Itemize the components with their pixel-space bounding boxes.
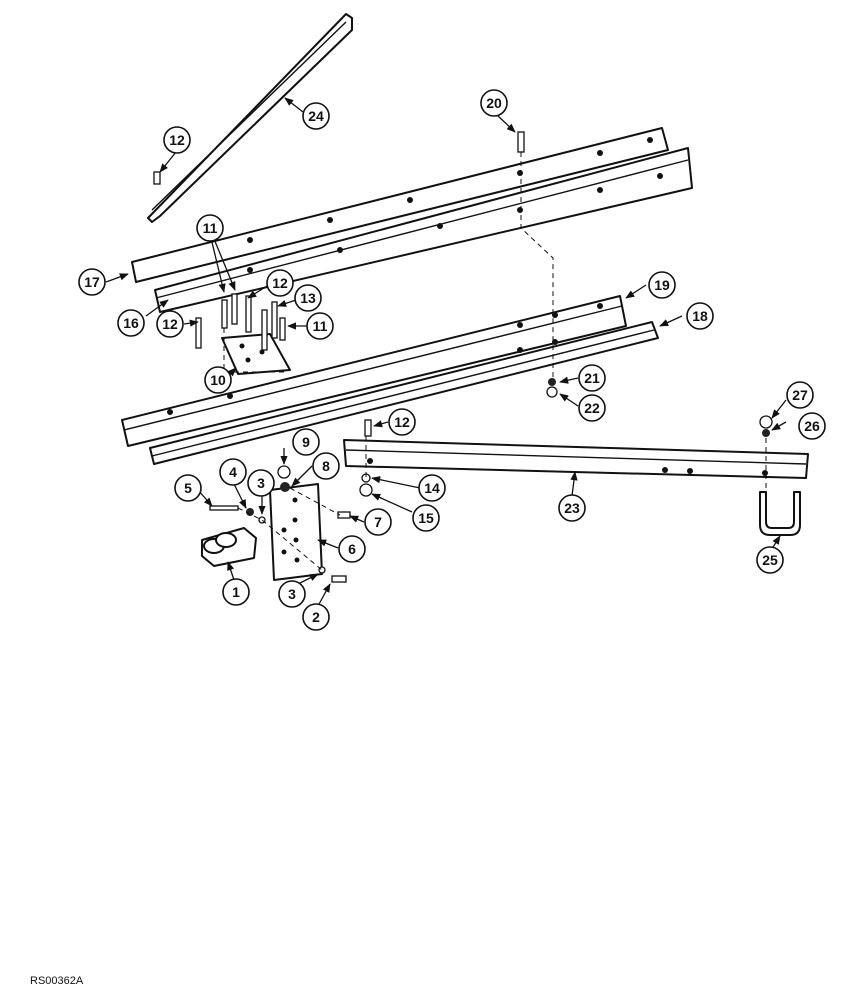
callout-21: 21 bbox=[578, 364, 606, 392]
callout-26: 26 bbox=[798, 412, 826, 440]
lower-rail-19 bbox=[121, 295, 627, 447]
svg-text:17: 17 bbox=[84, 274, 100, 290]
svg-text:14: 14 bbox=[424, 480, 440, 496]
callout-15: 15 bbox=[412, 504, 440, 532]
brace-angle-24 bbox=[147, 13, 353, 223]
callout-label: 24 bbox=[308, 108, 324, 124]
nuts-washers bbox=[246, 378, 773, 574]
svg-text:13: 13 bbox=[300, 290, 316, 306]
svg-text:25: 25 bbox=[762, 552, 778, 568]
svg-text:12: 12 bbox=[394, 414, 410, 430]
callout-7: 7 bbox=[364, 508, 392, 536]
callout-5: 5 bbox=[174, 474, 202, 502]
clevis-1 bbox=[201, 527, 257, 567]
svg-text:12: 12 bbox=[272, 275, 288, 291]
svg-text:5: 5 bbox=[184, 480, 192, 496]
svg-text:12: 12 bbox=[169, 132, 185, 148]
callout-17: 17 bbox=[78, 268, 106, 296]
svg-text:10: 10 bbox=[210, 372, 226, 388]
svg-text:3: 3 bbox=[288, 586, 296, 602]
callout-16: 16 bbox=[117, 309, 145, 337]
callout-11: 11 bbox=[196, 214, 224, 242]
svg-text:1: 1 bbox=[232, 584, 240, 600]
bolts bbox=[153, 131, 525, 583]
svg-text:12: 12 bbox=[162, 316, 178, 332]
callout-12: 12 bbox=[388, 408, 416, 436]
svg-text:4: 4 bbox=[229, 464, 237, 480]
svg-text:16: 16 bbox=[123, 315, 139, 331]
upper-rail-17 bbox=[131, 127, 669, 283]
alignment-lines bbox=[223, 152, 767, 571]
svg-text:22: 22 bbox=[584, 400, 600, 416]
svg-text:19: 19 bbox=[654, 277, 670, 293]
callout-23: 23 bbox=[558, 494, 586, 522]
figure-code: RS00362A bbox=[30, 975, 84, 987]
callout-12: 12 bbox=[163, 126, 191, 154]
callout-20: 20 bbox=[480, 89, 508, 117]
svg-text:2: 2 bbox=[312, 609, 320, 625]
cross-channel-23 bbox=[343, 439, 809, 479]
callout-22: 22 bbox=[578, 394, 606, 422]
callout-2: 2 bbox=[302, 603, 330, 631]
svg-text:27: 27 bbox=[792, 387, 808, 403]
callout-25: 25 bbox=[756, 546, 784, 574]
callout-13: 13 bbox=[294, 284, 322, 312]
callout-27: 27 bbox=[786, 381, 814, 409]
upper-rail-16 bbox=[154, 147, 693, 313]
callout-6: 6 bbox=[338, 535, 366, 563]
svg-text:11: 11 bbox=[313, 318, 328, 334]
callout-1: 1 bbox=[222, 578, 250, 606]
svg-text:3: 3 bbox=[257, 475, 265, 491]
svg-text:8: 8 bbox=[322, 458, 330, 474]
leader-lines bbox=[105, 97, 787, 607]
u-bolt-25 bbox=[759, 491, 801, 536]
callout-14: 14 bbox=[418, 474, 446, 502]
svg-text:21: 21 bbox=[584, 370, 600, 386]
callout-3: 3 bbox=[247, 469, 275, 497]
callout-12: 12 bbox=[156, 310, 184, 338]
svg-text:18: 18 bbox=[692, 308, 708, 324]
svg-text:6: 6 bbox=[348, 541, 356, 557]
callout-3: 3 bbox=[278, 580, 306, 608]
callout-11: 11 bbox=[306, 312, 334, 340]
mounting-plate-6 bbox=[269, 483, 323, 581]
callout-12: 12 bbox=[266, 269, 294, 297]
callout-19: 19 bbox=[648, 271, 676, 299]
callout-18: 18 bbox=[686, 302, 714, 330]
svg-text:15: 15 bbox=[418, 510, 434, 526]
svg-text:26: 26 bbox=[804, 418, 820, 434]
callout-9: 9 bbox=[292, 428, 320, 456]
svg-text:7: 7 bbox=[374, 514, 382, 530]
svg-text:11: 11 bbox=[203, 220, 218, 236]
lower-rail-18 bbox=[149, 321, 659, 465]
callout-10: 10 bbox=[204, 366, 232, 394]
svg-text:23: 23 bbox=[564, 500, 580, 516]
plate-10 bbox=[221, 333, 291, 375]
svg-text:9: 9 bbox=[302, 434, 310, 450]
svg-text:20: 20 bbox=[486, 95, 502, 111]
callout-4: 4 bbox=[219, 458, 247, 486]
callout-8: 8 bbox=[312, 452, 340, 480]
callout-24: 24 bbox=[302, 102, 330, 130]
